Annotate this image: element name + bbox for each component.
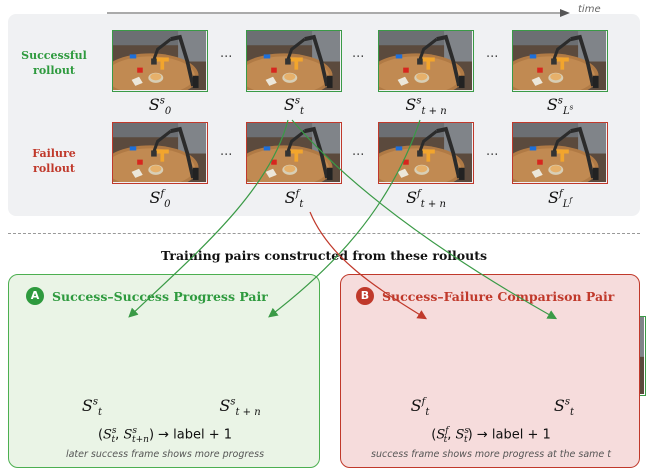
arrow-ft-to-b-left bbox=[310, 212, 425, 318]
arrow-stn-to-a-right bbox=[270, 120, 420, 316]
arrow-st-to-b-right bbox=[292, 120, 555, 318]
arrow-st-to-a-left bbox=[130, 120, 288, 316]
